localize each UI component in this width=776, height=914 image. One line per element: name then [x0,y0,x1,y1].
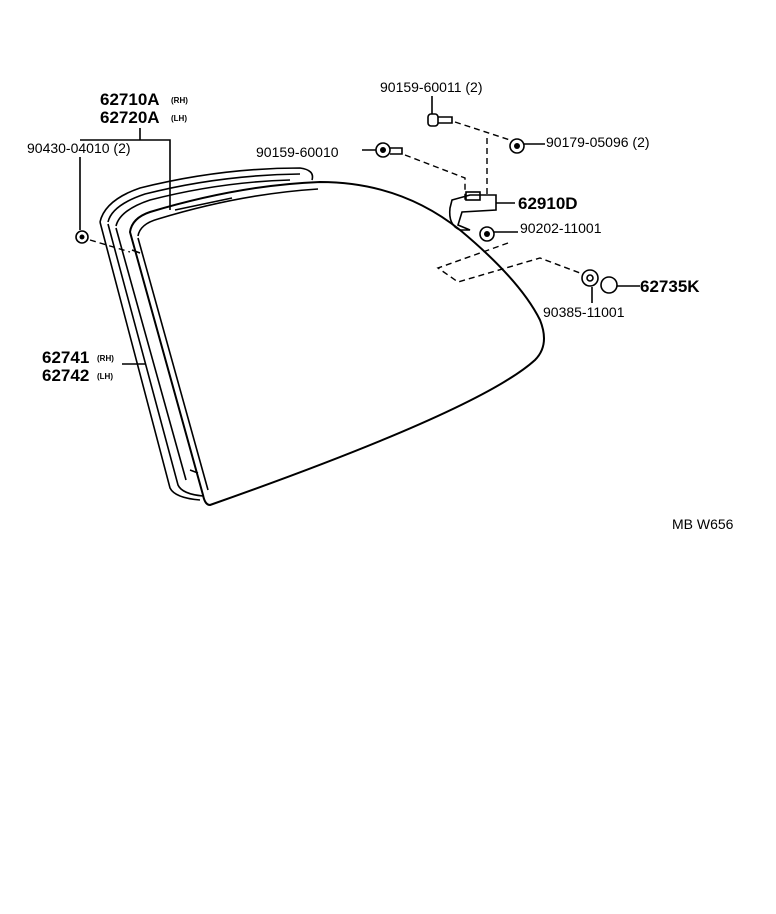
label-62710A: 62710A [100,90,160,109]
label-62735K: 62735K [640,277,700,296]
bracket-62910D [448,191,515,231]
bolt-90159-60010 [362,142,403,158]
quarter-window-glass [128,180,545,507]
cap-62735K [600,276,640,294]
label-62710A-side: (RH) [171,96,188,105]
label-62741: 62741 [42,348,89,367]
label-62742-side: (LH) [97,372,113,381]
label-90159-60011: 90159-60011 (2) [380,79,482,95]
label-62720A: 62720A [100,108,160,127]
clip-90430 [75,230,89,244]
label-90179-05096: 90179-05096 (2) [546,134,650,150]
weatherstrip [99,167,314,501]
nut-90202 [479,226,518,242]
label-90430-04010: 90430-04010 (2) [27,140,131,156]
label-90202-11001: 90202-11001 [520,220,602,236]
label-90385-11001: 90385-11001 [543,304,625,320]
label-62741-side: (RH) [97,354,114,363]
bolt-90159-60011 [427,96,453,127]
label-62742: 62742 [42,366,89,385]
label-90159-60010: 90159-60010 [256,144,339,160]
figure-code: MB W656 [672,516,734,532]
label-62720A-side: (LH) [171,114,187,123]
nut-90179 [509,138,545,154]
label-62910D: 62910D [518,194,578,213]
grommet-90385 [581,269,599,303]
